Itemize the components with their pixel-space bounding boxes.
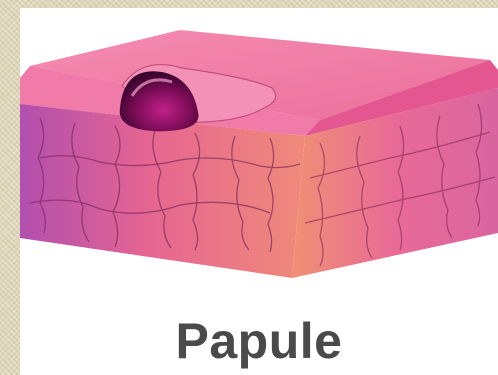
skin-block-illustration	[20, 8, 498, 298]
diagram-caption: Papule	[20, 313, 498, 369]
diagram-panel: Papule	[20, 8, 498, 375]
